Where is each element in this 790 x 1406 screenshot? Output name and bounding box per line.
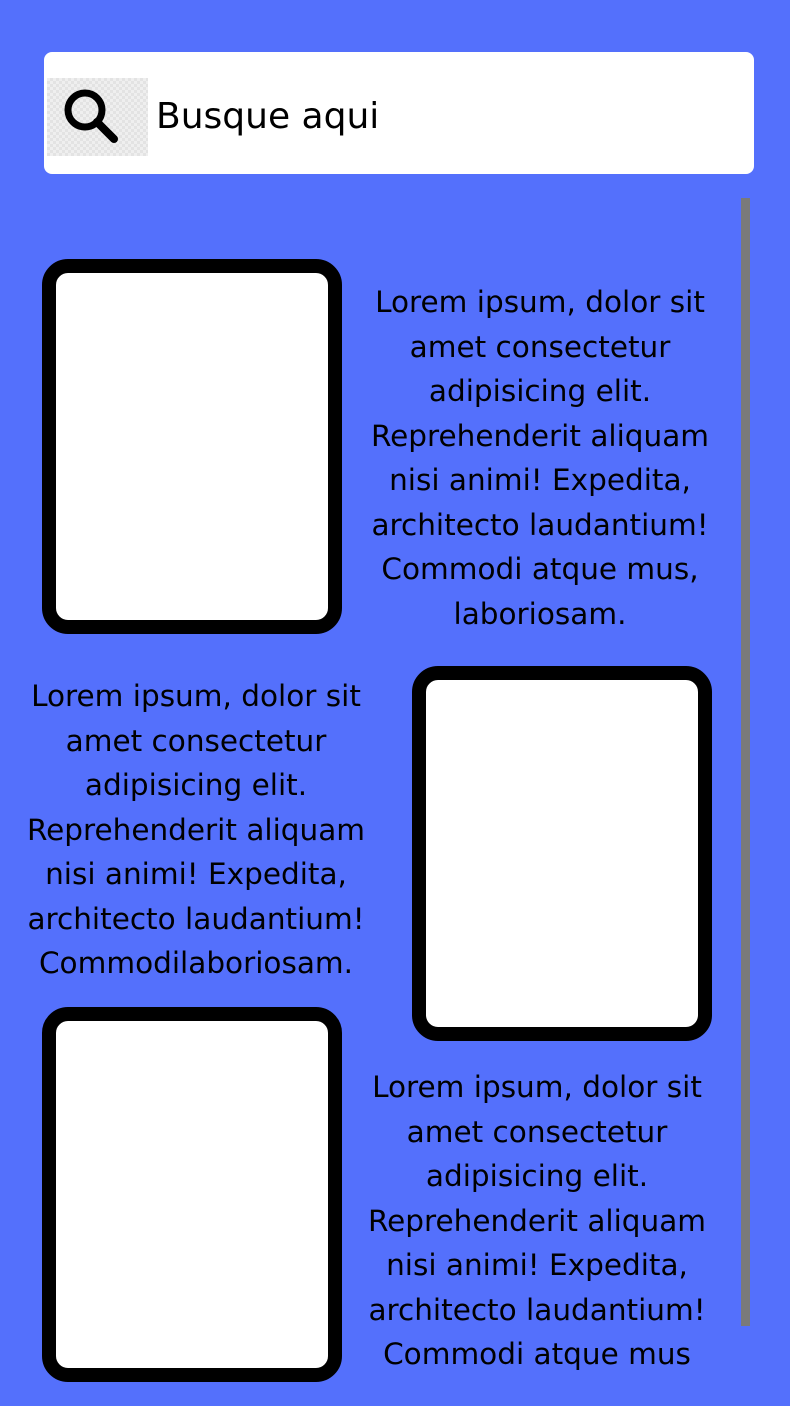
search-input[interactable] xyxy=(156,88,716,144)
card-image xyxy=(412,666,712,1041)
card-image xyxy=(42,1007,342,1382)
scrollbar[interactable] xyxy=(741,198,750,1326)
search-bar[interactable] xyxy=(44,52,754,174)
card-text: Lorem ipsum, dolor sit amet consectetur … xyxy=(367,1070,707,1371)
search-icon[interactable] xyxy=(47,78,148,156)
card-image xyxy=(42,259,342,634)
card-text: Lorem ipsum, dolor sit amet consectetur … xyxy=(26,679,366,980)
card-text: Lorem ipsum, dolor sit amet consectetur … xyxy=(370,285,710,631)
